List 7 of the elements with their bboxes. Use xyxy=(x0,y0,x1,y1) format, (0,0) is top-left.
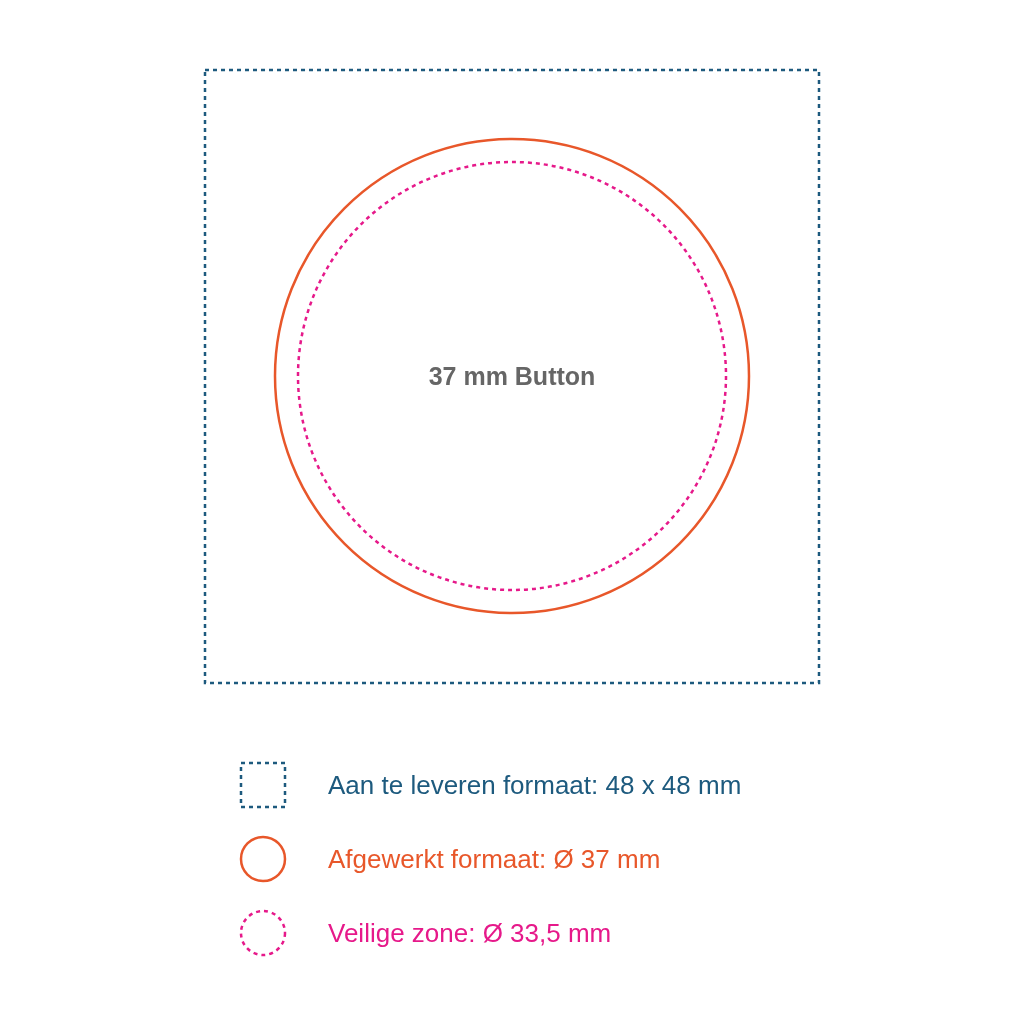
legend-text: Aan te leveren formaat: 48 x 48 mm xyxy=(328,770,742,801)
dashed-square-outline xyxy=(204,69,820,684)
legend-text: Veilige zone: Ø 33,5 mm xyxy=(328,918,612,949)
dashed-circle-outline xyxy=(297,161,727,591)
circle-outline xyxy=(274,138,750,614)
legend-text: Afgewerkt formaat: Ø 37 mm xyxy=(328,844,661,875)
circle-label: 37 mm Button xyxy=(428,361,596,390)
